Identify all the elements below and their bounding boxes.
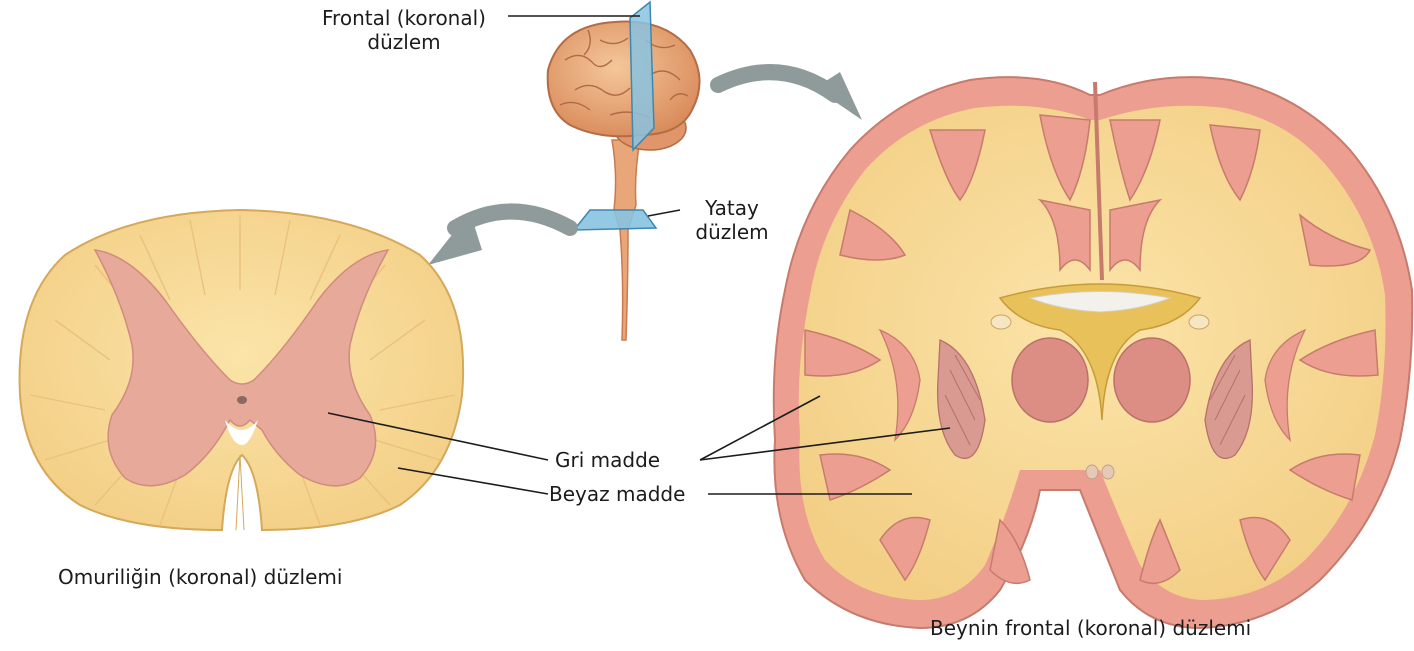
spinal-cord-section bbox=[20, 210, 464, 530]
frontal-plane-icon bbox=[630, 2, 654, 150]
white-matter-label: Beyaz madde bbox=[549, 482, 685, 506]
horizontal-plane-label-line1: Yatay bbox=[682, 196, 782, 220]
frontal-plane-label-line2: düzlem bbox=[300, 30, 508, 54]
brain-caption: Beynin frontal (koronal) düzlemi bbox=[930, 616, 1251, 640]
brain-coronal-section bbox=[774, 77, 1413, 628]
gray-matter-label: Gri madde bbox=[555, 448, 660, 472]
arrow-to-brain-section bbox=[718, 72, 862, 120]
horizontal-plane-leader bbox=[648, 210, 680, 216]
horizontal-plane-label-line2: düzlem bbox=[682, 220, 782, 244]
frontal-plane-label-line1: Frontal (koronal) bbox=[300, 6, 508, 30]
horizontal-plane-icon bbox=[574, 210, 656, 230]
arrow-to-spinal-section bbox=[428, 212, 570, 266]
frontal-plane-label: Frontal (koronal) düzlem bbox=[300, 6, 508, 54]
whole-brain-illustration bbox=[548, 2, 700, 340]
horizontal-plane-label: Yatay düzlem bbox=[682, 196, 782, 244]
spinal-cord-caption: Omuriliğin (koronal) düzlemi bbox=[58, 565, 342, 589]
